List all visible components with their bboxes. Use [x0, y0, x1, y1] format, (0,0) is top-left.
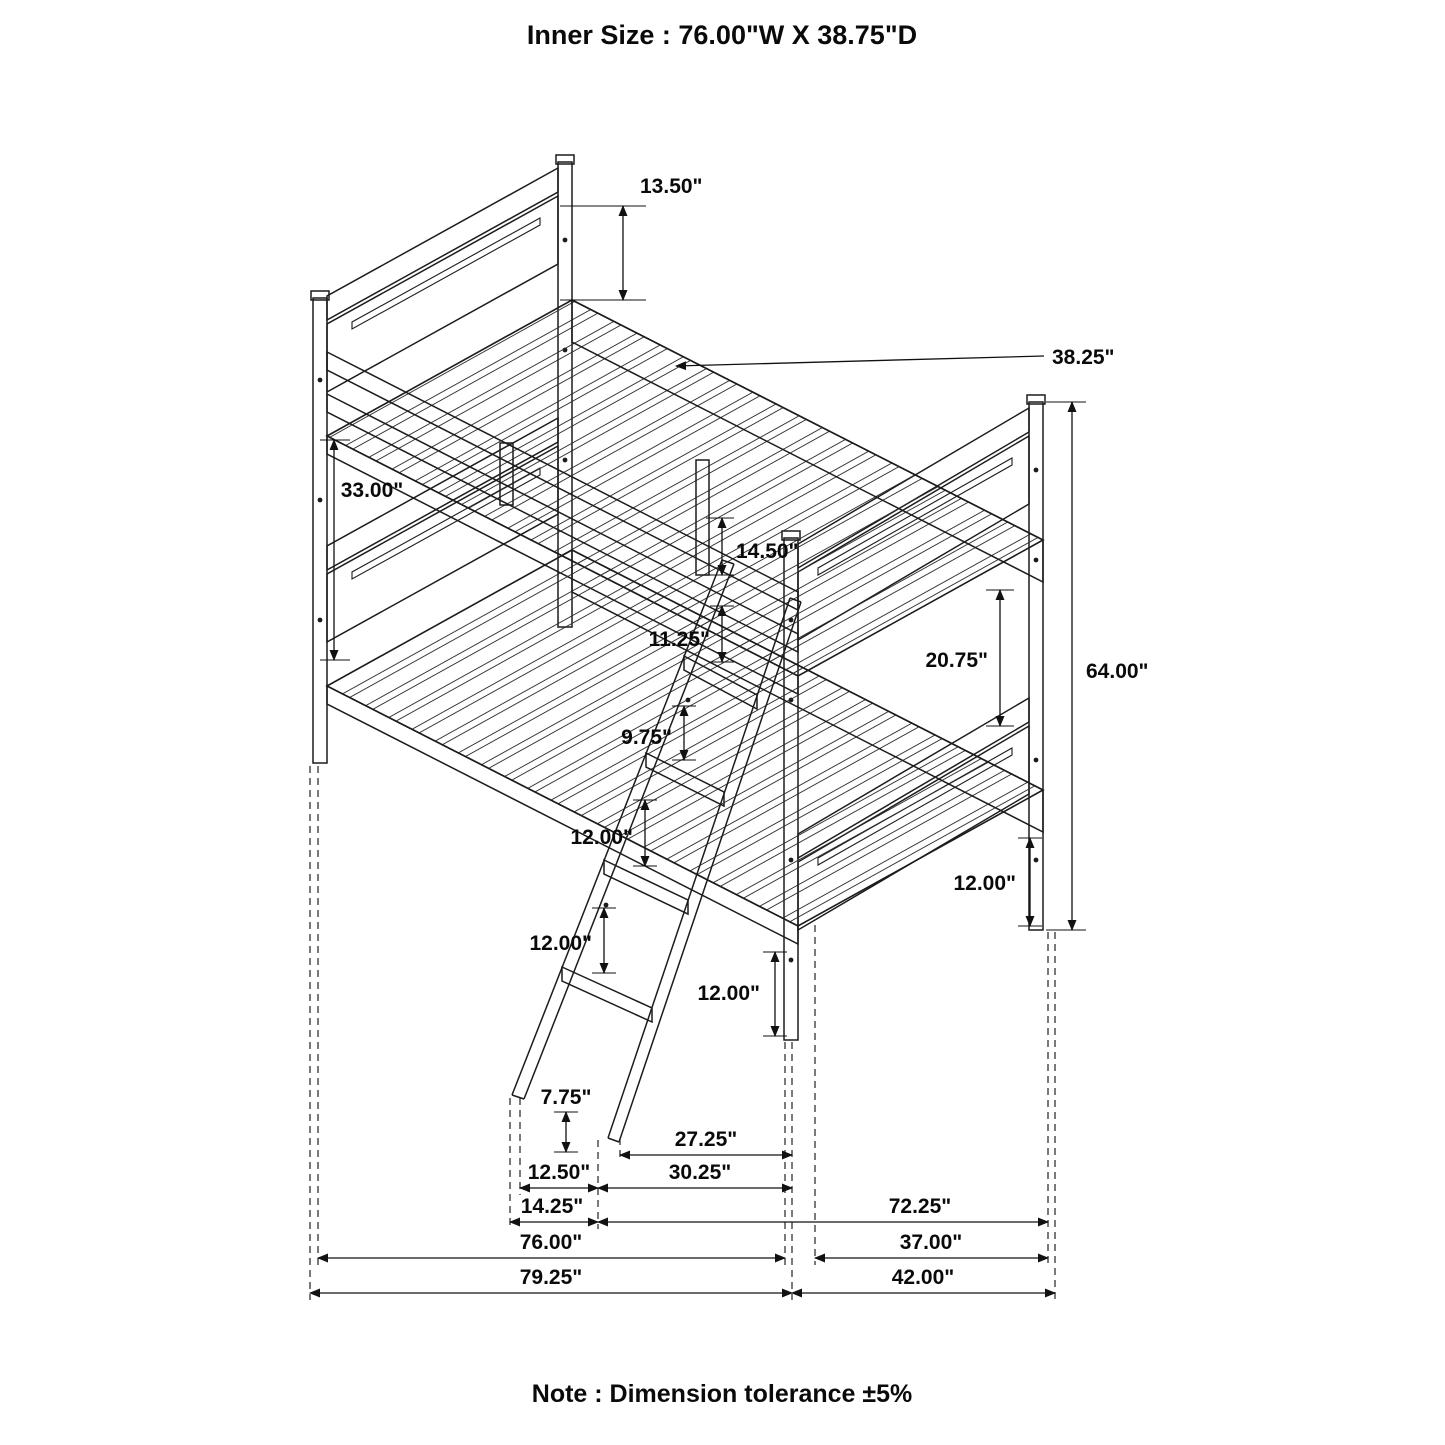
dim-end-depth-inner: 37.00": [814, 1231, 1049, 1263]
dim-overall-height: 64.00": [1046, 401, 1149, 931]
dim-label-12-00-a: 12.00": [570, 826, 633, 849]
dim-label-33-00: 33.00": [341, 479, 404, 502]
tolerance-note: Note : Dimension tolerance ±5%: [532, 1380, 912, 1408]
dim-label-7-75: 7.75": [541, 1086, 592, 1109]
dim-label-12-00-c: 12.00": [697, 982, 760, 1005]
headboard-upper: [326, 166, 559, 394]
dim-length-to-end: 72.25": [597, 1195, 1049, 1227]
dim-label-20-75: 20.75": [925, 649, 988, 672]
dim-label-12-00-b: 12.00": [529, 932, 592, 955]
dim-label-64-00: 64.00": [1086, 660, 1149, 683]
dim-ladder-outer-span: 30.25": [597, 1161, 793, 1193]
dim-front-leg: 12.00": [697, 951, 787, 1037]
dim-panel-height: 20.75": [925, 589, 1014, 727]
dim-headboard-above-deck: 13.50": [560, 175, 703, 301]
dim-ladder-gap-2: 9.75": [621, 705, 696, 761]
dim-label-42-00: 42.00": [892, 1266, 955, 1289]
dim-slat-length: 38.25": [675, 346, 1115, 371]
dim-ladder-inner-span: 27.25": [619, 1128, 793, 1160]
lower-deck: [325, 548, 1045, 946]
dim-ladder-gap-4: 12.00": [529, 907, 616, 974]
dim-label-12-50: 12.50": [528, 1161, 591, 1184]
dim-overall-length: 79.25": [309, 1266, 793, 1298]
dim-label-14-50: 14.50": [736, 540, 799, 563]
page-title: Inner Size : 76.00"W X 38.75"D: [527, 20, 917, 50]
dim-ladder-foot: 7.75": [541, 1086, 592, 1153]
ladder: [511, 559, 802, 1143]
dim-inner-width: 76.00": [317, 1231, 786, 1263]
dim-rail-post: 14.50": [706, 517, 799, 576]
dim-label-79-25: 79.25": [520, 1266, 583, 1289]
dim-label-30-25: 30.25": [669, 1161, 732, 1184]
dim-label-11-25: 11.25": [649, 628, 710, 651]
dim-label-72-25: 72.25": [889, 1195, 952, 1218]
dim-overall-depth: 42.00": [791, 1266, 1056, 1298]
dim-label-13-50: 13.50": [640, 175, 703, 198]
dim-bunk-gap: 33.00": [320, 439, 404, 661]
dim-ladder-gap-top: 11.25": [649, 605, 734, 663]
dim-ladder-overall-width: 14.25": [509, 1195, 599, 1227]
dim-label-38-25: 38.25": [1052, 346, 1115, 369]
dim-ladder-step-width: 12.50": [519, 1161, 599, 1193]
dim-label-9-75: 9.75": [621, 726, 672, 749]
dim-ladder-gap-3: 12.00": [570, 799, 657, 867]
dim-label-37-00: 37.00": [900, 1231, 963, 1254]
dim-label-76-00: 76.00": [520, 1231, 583, 1254]
dim-label-14-25: 14.25": [521, 1195, 584, 1218]
dim-right-leg: 12.00": [953, 837, 1042, 927]
dim-label-27-25: 27.25": [675, 1128, 738, 1151]
dim-label-12-00-d: 12.00": [953, 872, 1016, 895]
